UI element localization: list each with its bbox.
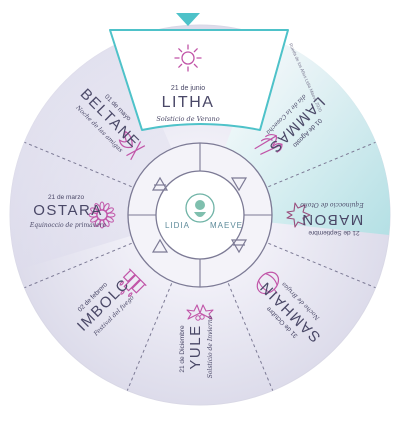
candles-icon: [119, 268, 147, 297]
ostara-name: OSTARA: [33, 202, 103, 219]
lidia-maeve-logo: LIDIA MAEVE: [165, 193, 243, 230]
wheat-icon: [254, 133, 283, 155]
yule-subtitle: Solsticio de Invierno: [207, 315, 214, 378]
earth-triangle-icon: [230, 239, 248, 254]
holly-icon: [186, 304, 214, 321]
sector-dividers: [24, 141, 376, 391]
sector-divider: [227, 283, 274, 391]
water-triangle-icon: [151, 238, 169, 253]
litha-card[interactable]: [109, 13, 289, 131]
sector-divider: [268, 141, 376, 188]
litha-subtitle: Solsticio de Verano: [156, 115, 219, 123]
bonfire-icon: [118, 130, 146, 161]
brand-left: LIDIA: [165, 221, 190, 230]
mabon-subtitle: Equinoccio de Otoño: [300, 201, 365, 208]
litha-date: 21 de junio: [171, 85, 205, 92]
sector-divider: [24, 141, 132, 188]
air-triangle-icon: [151, 176, 169, 191]
ostara-date: 21 de marzo: [48, 194, 85, 201]
pointer-icon: [176, 13, 200, 26]
fire-triangle-icon: [230, 177, 248, 192]
sun-icon: [174, 44, 202, 72]
yule-date: 21 de Diciembre: [179, 325, 186, 373]
litha-name: LITHA: [162, 94, 215, 111]
brand-right: MAEVE: [210, 221, 243, 230]
sector-divider: [126, 283, 173, 391]
ostara-subtitle: Equinoccio de primavera: [29, 222, 107, 229]
sector-divider: [24, 242, 132, 289]
pumpkin-icon: [256, 271, 280, 295]
mabon-date: 21 de Septiembre: [308, 229, 360, 236]
yule-name: YULE: [187, 324, 204, 369]
mabon-name: MABON: [301, 211, 364, 228]
sector-divider: [268, 242, 376, 289]
sunflower-icon: [88, 201, 116, 229]
inner-spokes: [128, 143, 272, 287]
maple-leaf-icon: [286, 202, 311, 228]
